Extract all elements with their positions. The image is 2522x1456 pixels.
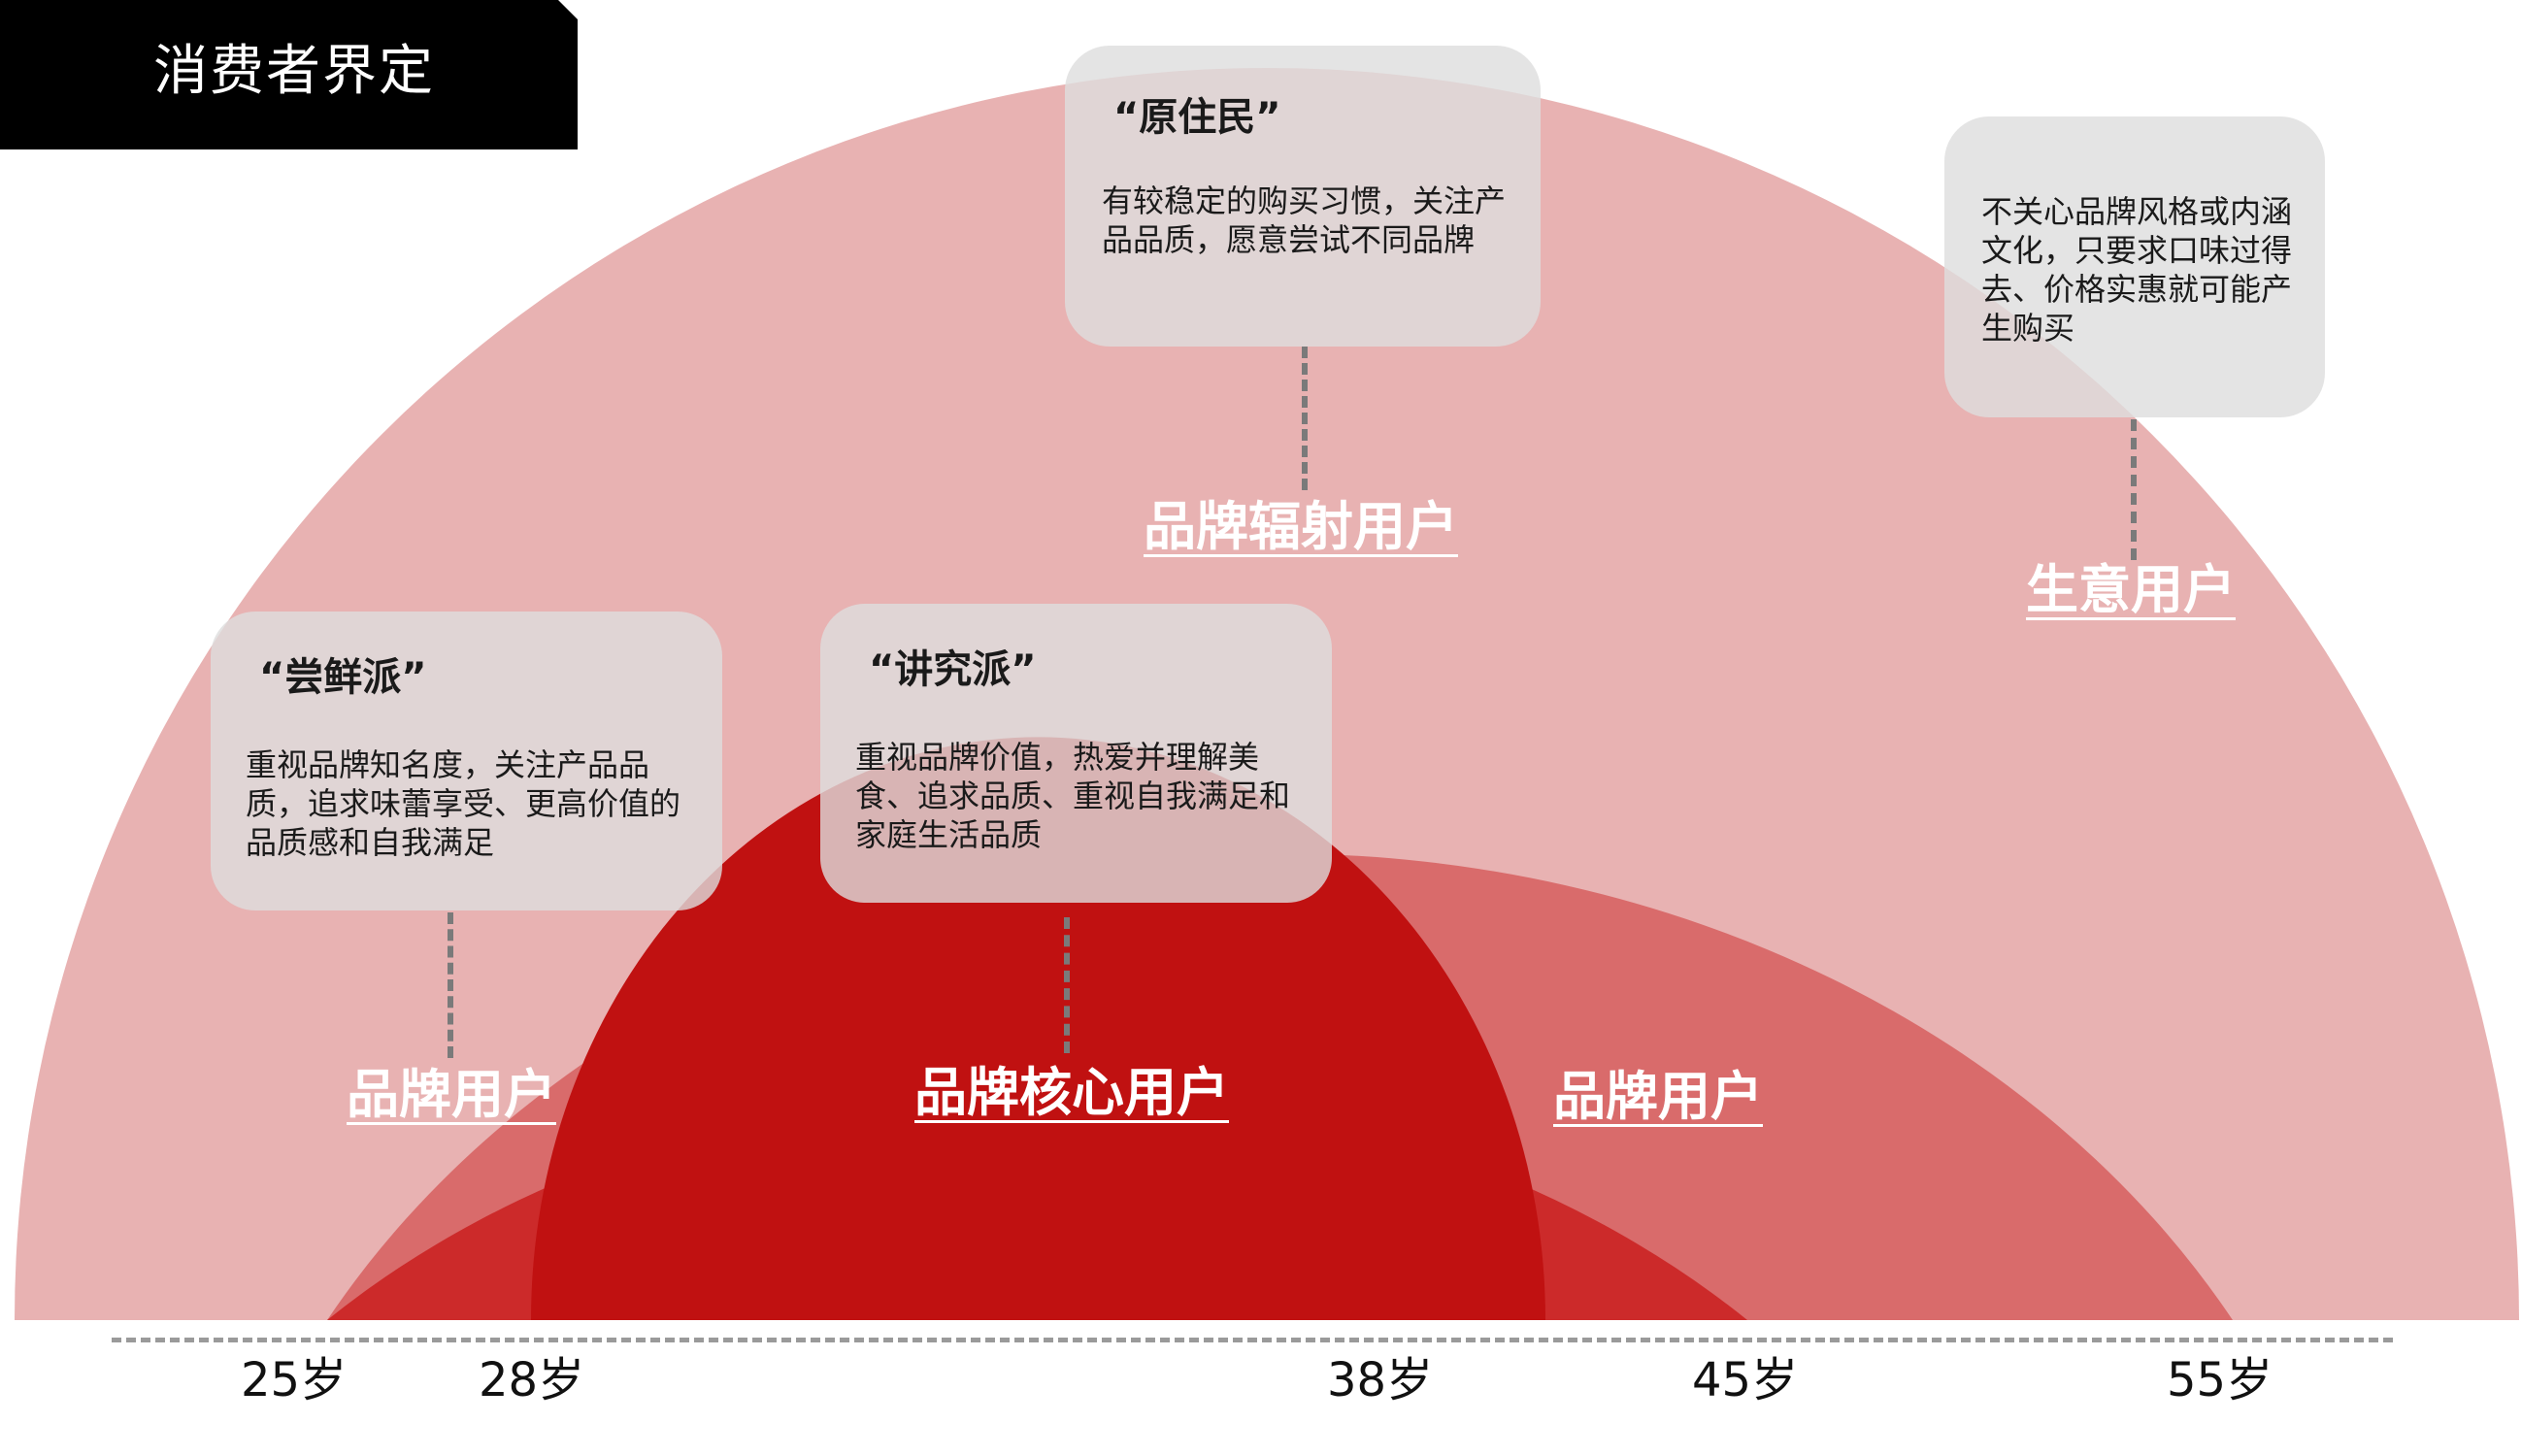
card-price-driven: 不关心品牌风格或内涵文化，只要求口味过得去、价格实惠就可能产生购买 [1944,116,2325,417]
card-title: “讲究派” [869,647,1037,692]
connector-dash [448,912,453,1058]
connector-dash [2131,419,2137,560]
age-label: 28岁 [479,1353,585,1407]
age-label: 25岁 [241,1353,348,1407]
card-title: “尝鲜派” [259,655,427,700]
card-description: 重视品牌知名度，关注产品品质，追求味蕾享受、更高价值的品质感和自我满足 [246,746,681,861]
connector-dash [1064,917,1070,1053]
connector-dash [1302,347,1308,490]
age-label: 38岁 [1327,1353,1434,1407]
card-title: “原住民” [1113,95,1281,140]
title-tab: 消费者界定 [0,0,578,149]
card-description: 重视品牌价值，热爱并理解美食、追求品质、重视自我满足和家庭生活品质 [855,739,1291,853]
page-title: 消费者界定 [153,40,435,103]
age-axis-line [112,1338,2393,1342]
segment-label-brand-left: 品牌用户 [347,1064,556,1125]
card-original-resident: “原住民” 有较稳定的购买习惯，关注产品品质，愿意尝试不同品牌 [1065,46,1541,347]
segment-label-business: 生意用户 [2026,559,2236,620]
card-description: 不关心品牌风格或内涵文化，只要求口味过得去、价格实惠就可能产生购买 [1981,193,2293,347]
segment-label-core: 品牌核心用户 [914,1062,1229,1123]
age-label: 45岁 [1692,1353,1799,1407]
age-label: 55岁 [2167,1353,2273,1407]
segment-label-radiation: 品牌辐射用户 [1144,496,1458,557]
card-description: 有较稳定的购买习惯，关注产品品质，愿意尝试不同品牌 [1102,182,1507,258]
card-particular: “讲究派” 重视品牌价值，热爱并理解美食、追求品质、重视自我满足和家庭生活品质 [820,604,1332,903]
card-taster: “尝鲜派” 重视品牌知名度，关注产品品质，追求味蕾享受、更高价值的品质感和自我满… [211,612,722,910]
segment-label-brand-right: 品牌用户 [1553,1066,1763,1127]
